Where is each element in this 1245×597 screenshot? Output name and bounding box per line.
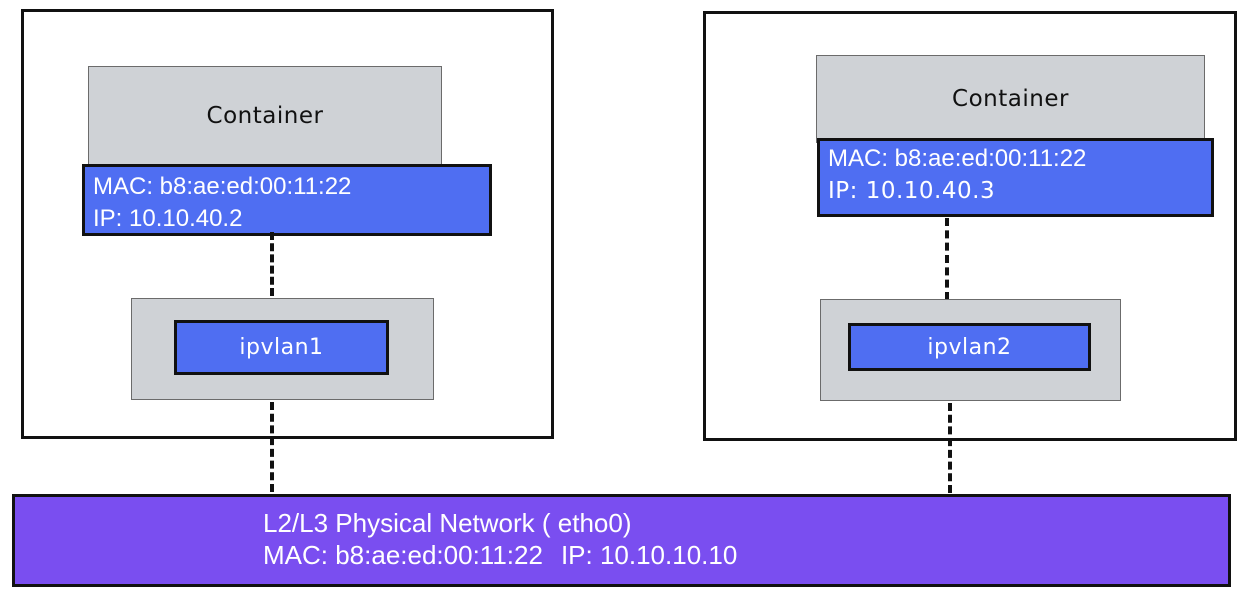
container-2-mac: MAC: b8:ae:ed:00:11:22 [828,145,1087,172]
container-1-ip: IP: 10.10.40.2 [93,205,243,232]
container-1-mac: MAC: b8:ae:ed:00:11:22 [93,173,352,200]
link-container-1-to-ipvlan1 [270,232,274,296]
ipvlan1-interface: ipvlan1 [174,320,389,375]
network-ip: IP: 10.10.10.10 [560,540,738,570]
container-2-label: Container [952,86,1069,112]
container-2-interface: MAC: b8:ae:ed:00:11:22 IP: 10.10.40.3 [817,138,1214,217]
link-ipvlan2-to-network [948,403,952,493]
container-2: Container [816,55,1205,143]
ipvlan2-interface: ipvlan2 [848,323,1091,371]
network-title: L2/L3 Physical Network ( etho0) [263,508,632,538]
ipvlan2-label: ipvlan2 [927,334,1012,360]
container-2-ip: IP: 10.10.40.3 [828,178,996,204]
ipvlan1-label: ipvlan1 [239,335,324,360]
network-mac: MAC: b8:ae:ed:00:11:22 [263,540,543,570]
link-container-2-to-ipvlan2 [945,218,949,300]
container-1-label: Container [206,103,324,129]
network-addresses: MAC: b8:ae:ed:00:11:22 IP: 10.10.10.10 [263,539,1228,571]
container-1: Container [88,66,442,166]
physical-network: L2/L3 Physical Network ( etho0) MAC: b8:… [12,494,1231,587]
link-ipvlan1-to-network [270,402,274,492]
container-1-interface: MAC: b8:ae:ed:00:11:22 IP: 10.10.40.2 [82,164,492,236]
